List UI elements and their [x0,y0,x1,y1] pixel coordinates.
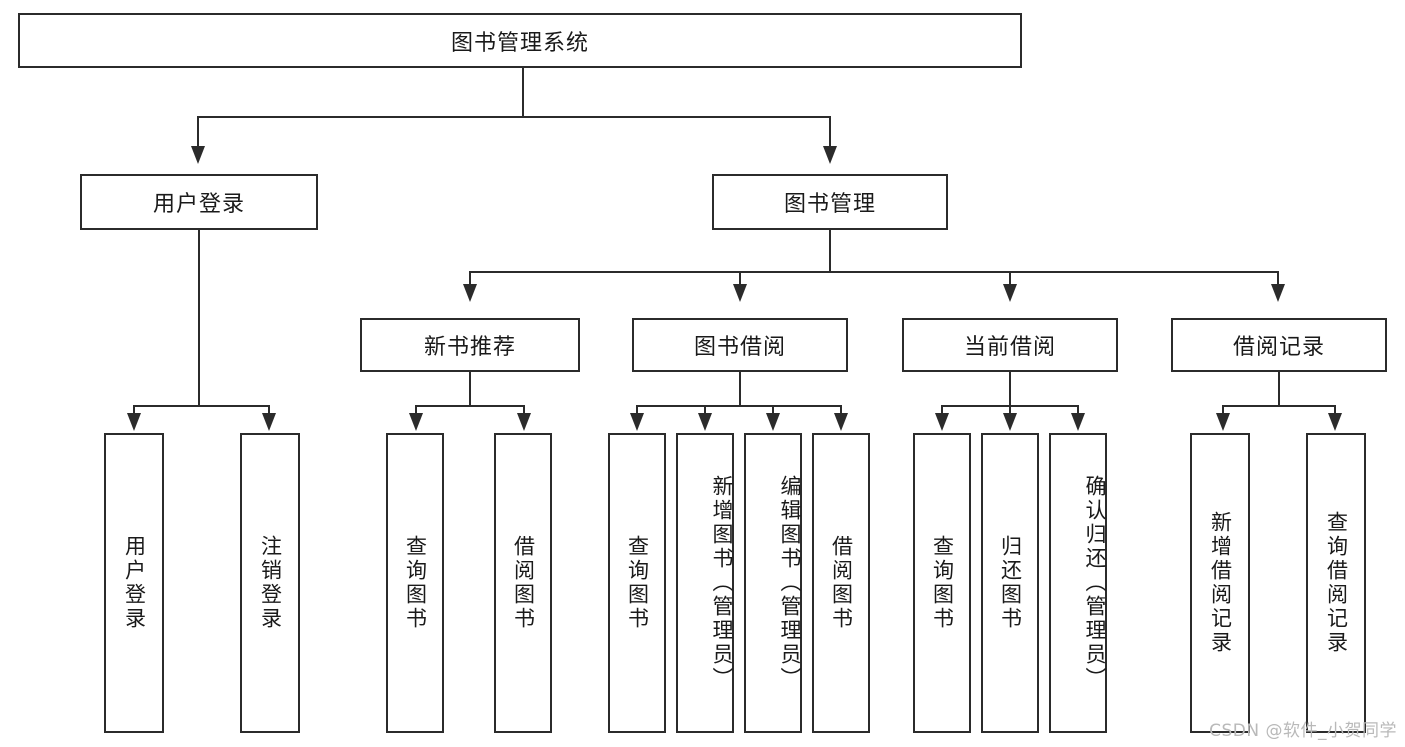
arrow-to-leaf-edit-book [766,413,780,431]
arrow-to-leaf-borrow-book-1 [517,413,531,431]
node-label: 注销登录 [258,535,283,631]
arrow-to-leaf-query-book-2 [630,413,644,431]
node-label: 用户登录 [122,535,147,631]
arrow-to-leaf-return-book [1003,413,1017,431]
leaf-confirm-return[interactable]: 确认归还（管理员） [1049,433,1107,733]
connector-book-management-stem [829,230,831,272]
arrow-to-user-login [191,146,205,164]
node-label: 借阅图书 [511,535,536,631]
connector-borrow-drop-1 [636,405,638,415]
arrow-to-leaf-query-book-1 [409,413,423,431]
connector-root-bus [197,116,831,118]
leaf-user-login[interactable]: 用户登录 [104,433,164,733]
connector-recommend-bus [415,405,525,407]
arrow-to-leaf-confirm-return [1071,413,1085,431]
node-label: 查询图书 [930,535,955,631]
arrow-to-leaf-borrow-book-2 [834,413,848,431]
node-book-borrow[interactable]: 图书借阅 [632,318,848,372]
node-label: 用户登录 [152,192,245,217]
connector-record-drop-2 [1334,405,1336,415]
connector-book-management-bus [469,271,1279,273]
leaf-query-book-borrow[interactable]: 查询图书 [608,433,666,733]
connector-root-stem [522,68,524,116]
leaf-borrow-book-recommend[interactable]: 借阅图书 [494,433,552,733]
connector-recommend-drop-2 [523,405,525,415]
arrow-to-leaf-user-login [127,413,141,431]
leaf-add-book[interactable]: 新增图书（管理员） [676,433,734,733]
arrow-to-leaf-add-book [698,413,712,431]
connector-recommend-stem [469,372,471,406]
csdn-watermark: CSDN @软件_小贺同学 [1209,721,1397,741]
connector-record-stem [1278,372,1280,406]
node-label: 图书管理系统 [450,30,589,56]
leaf-query-borrow-record[interactable]: 查询借阅记录 [1306,433,1366,733]
leaf-add-borrow-record[interactable]: 新增借阅记录 [1190,433,1250,733]
arrow-to-new-book-recommend [463,284,477,302]
node-borrow-record[interactable]: 借阅记录 [1171,318,1387,372]
node-label: 借阅记录 [1232,335,1325,360]
connector-current-drop-1 [941,405,943,415]
node-label: 编辑图书（管理员） [778,475,802,691]
arrow-to-leaf-query-record [1328,413,1342,431]
node-label: 新增借阅记录 [1208,511,1233,655]
connector-borrow-stem [739,372,741,406]
connector-user-login-stem [198,230,200,406]
arrow-to-leaf-add-record [1216,413,1230,431]
node-new-book-recommend[interactable]: 新书推荐 [360,318,580,372]
node-label: 查询借阅记录 [1324,511,1349,655]
leaf-return-book[interactable]: 归还图书 [981,433,1039,733]
node-user-login[interactable]: 用户登录 [80,174,318,230]
node-label: 查询图书 [625,535,650,631]
node-label: 借阅图书 [829,535,854,631]
arrow-to-leaf-logout [262,413,276,431]
connector-user-login-drop-1 [133,405,135,415]
connector-l3-drop-3 [1009,271,1011,285]
node-label: 当前借阅 [963,335,1056,360]
node-root-system[interactable]: 图书管理系统 [18,13,1022,68]
node-label: 新增图书（管理员） [710,475,734,691]
connector-record-drop-1 [1222,405,1224,415]
node-label: 图书借阅 [693,335,786,360]
node-label: 查询图书 [403,535,428,631]
arrow-to-current-borrow [1003,284,1017,302]
connector-user-login-bus [133,405,270,407]
connector-root-drop-left [197,116,199,146]
leaf-borrow-book[interactable]: 借阅图书 [812,433,870,733]
leaf-query-book-current[interactable]: 查询图书 [913,433,971,733]
connector-current-stem [1009,372,1011,406]
arrow-to-book-borrow [733,284,747,302]
connector-l3-drop-2 [739,271,741,285]
connector-borrow-drop-3 [772,405,774,415]
connector-root-drop-right [829,116,831,146]
connector-record-bus [1222,405,1336,407]
arrow-to-book-management [823,146,837,164]
connector-current-drop-3 [1077,405,1079,415]
connector-l3-drop-4 [1277,271,1279,285]
node-label: 图书管理 [783,192,876,217]
leaf-logout[interactable]: 注销登录 [240,433,300,733]
node-label: 归还图书 [998,535,1023,631]
arrow-to-leaf-query-book-3 [935,413,949,431]
node-current-borrow[interactable]: 当前借阅 [902,318,1118,372]
connector-l3-drop-1 [469,271,471,285]
connector-current-drop-2 [1009,405,1011,415]
connector-borrow-drop-2 [704,405,706,415]
leaf-edit-book[interactable]: 编辑图书（管理员） [744,433,802,733]
node-label: 确认归还（管理员） [1083,475,1107,691]
connector-borrow-bus [636,405,842,407]
arrow-to-borrow-record [1271,284,1285,302]
node-book-management[interactable]: 图书管理 [712,174,948,230]
connector-user-login-drop-2 [268,405,270,415]
connector-borrow-drop-4 [840,405,842,415]
node-label: 新书推荐 [423,335,516,360]
leaf-query-book-recommend[interactable]: 查询图书 [386,433,444,733]
connector-recommend-drop-1 [415,405,417,415]
